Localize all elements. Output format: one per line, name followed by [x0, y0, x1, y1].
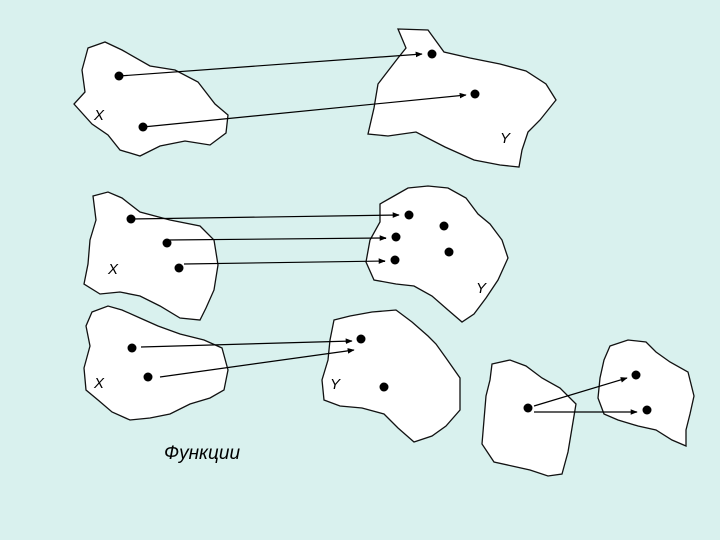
row2-y-point-5 [444, 247, 454, 257]
row3-right-y-point-2 [642, 405, 652, 415]
row3-x-point-2 [143, 372, 153, 382]
row3-right-mapping [481, 339, 695, 477]
row2-x-point-3 [174, 263, 184, 273]
row3-y-point-1 [356, 334, 366, 344]
row3-codomain-label: Y [330, 376, 341, 393]
row1-codomain-label: Y [500, 130, 511, 147]
row2-set-y [365, 185, 509, 323]
row3-left-mapping: X Y [83, 305, 461, 443]
row3-set-x [83, 305, 229, 421]
row3-right-set-x [481, 359, 577, 477]
row2-y-point-1 [404, 210, 414, 220]
row2-mapping: X Y [83, 185, 509, 323]
row2-y-point-4 [439, 221, 449, 231]
row2-y-point-2 [391, 232, 401, 242]
row2-codomain-label: Y [476, 280, 487, 297]
row2-y-point-3 [390, 255, 400, 265]
row3-y-point-2 [379, 382, 389, 392]
row3-arrow-2 [159, 348, 355, 378]
row3-domain-label: X [93, 375, 105, 392]
row3-x-point-1 [127, 343, 137, 353]
caption: Функции [164, 443, 240, 464]
row2-arrow-2 [166, 235, 387, 241]
row2-set-x [83, 191, 219, 321]
row1-arrow-2 [142, 92, 467, 128]
row1-mapping: X Y [73, 28, 557, 168]
row1-set-y [367, 28, 557, 168]
row2-arrow-1 [130, 212, 400, 220]
row1-domain-label: X [93, 107, 105, 124]
row3-set-y [321, 309, 461, 443]
row2-arrow-3 [183, 258, 386, 265]
row1-y-point-2 [470, 89, 480, 99]
row2-x-point-2 [162, 238, 172, 248]
row2-domain-label: X [107, 261, 119, 278]
row3-right-x-point-1 [523, 403, 533, 413]
row1-set-x [73, 41, 229, 157]
row3-right-arrow-1 [533, 377, 628, 407]
row3-arrow-1 [140, 338, 353, 348]
row3-right-y-point-1 [631, 370, 641, 380]
row3-right-set-y [597, 339, 695, 447]
row1-arrow-1 [118, 51, 423, 77]
row1-y-point-1 [427, 49, 437, 59]
